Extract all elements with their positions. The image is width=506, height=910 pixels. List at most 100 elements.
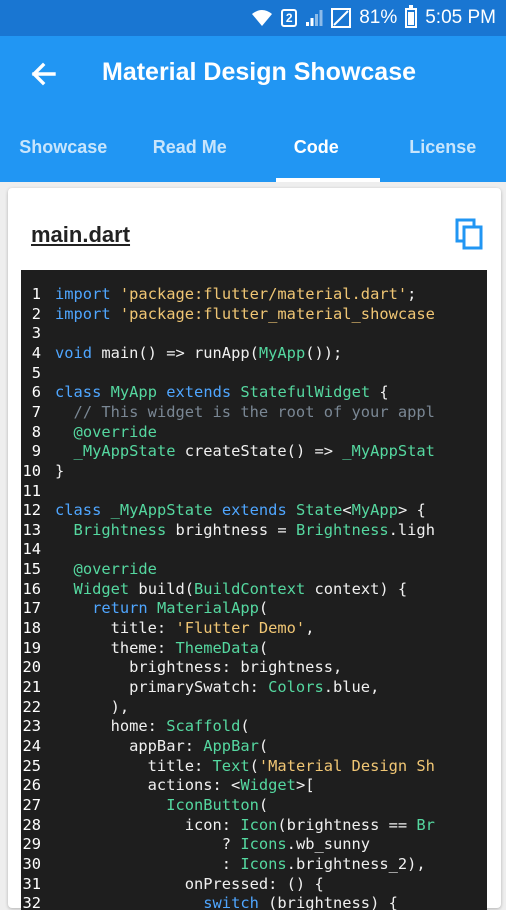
line-number: 24 xyxy=(21,736,41,756)
line-number: 12 xyxy=(21,500,41,520)
line-number: 27 xyxy=(21,795,41,815)
line-number: 2 xyxy=(21,304,41,324)
code-token xyxy=(55,521,74,539)
code-token: 'package:flutter/material.dart' xyxy=(120,285,407,303)
code-token: icon: xyxy=(55,816,240,834)
code-line: 22 ), xyxy=(21,697,129,717)
code-token: Text xyxy=(213,757,250,775)
line-number: 6 xyxy=(21,382,41,402)
code-token xyxy=(157,383,166,401)
file-name: main.dart xyxy=(31,222,130,248)
line-number: 14 xyxy=(21,539,41,559)
code-token: appBar: xyxy=(55,737,203,755)
code-token xyxy=(55,423,74,441)
code-token: , xyxy=(305,619,314,637)
code-token: ? xyxy=(55,835,240,853)
battery-percent: 81% xyxy=(359,7,397,29)
code-token: .brightness_2), xyxy=(287,855,426,873)
code-token: extends xyxy=(166,383,231,401)
code-token xyxy=(55,560,74,578)
code-token: return xyxy=(92,599,148,617)
code-token xyxy=(101,383,110,401)
code-line: 18 title: 'Flutter Demo', xyxy=(21,618,314,638)
code-token: ThemeData xyxy=(175,639,258,657)
code-token xyxy=(55,580,74,598)
line-number: 10 xyxy=(21,461,41,481)
copy-icon[interactable] xyxy=(455,218,485,250)
code-token: Brightness xyxy=(74,521,167,539)
line-number: 28 xyxy=(21,815,41,835)
code-token xyxy=(111,285,120,303)
code-token: class xyxy=(55,383,101,401)
code-token: context) { xyxy=(305,580,407,598)
code-token: Widget xyxy=(74,580,130,598)
battery-icon xyxy=(405,8,417,28)
back-arrow-icon[interactable] xyxy=(24,54,64,94)
code-token: primarySwatch: xyxy=(55,678,268,696)
line-number: 16 xyxy=(21,579,41,599)
code-line: 32 switch (brightness) { xyxy=(21,893,398,910)
line-number: 26 xyxy=(21,775,41,795)
code-line: 24 appBar: AppBar( xyxy=(21,736,268,756)
tab-license[interactable]: License xyxy=(380,126,506,182)
code-line: 10} xyxy=(21,461,64,481)
line-number: 13 xyxy=(21,520,41,540)
line-number: 8 xyxy=(21,422,41,442)
code-token: 'Flutter Demo' xyxy=(175,619,305,637)
line-number: 20 xyxy=(21,657,41,677)
tab-code[interactable]: Code xyxy=(253,126,380,182)
code-line: 3 xyxy=(21,323,55,343)
code-token xyxy=(55,796,166,814)
code-token: Icons xyxy=(240,835,286,853)
code-token: Widget xyxy=(240,776,296,794)
code-token: 'package:flutter_material_showcase xyxy=(120,305,435,323)
code-line: 26 actions: <Widget>[ xyxy=(21,775,314,795)
code-token: Scaffold xyxy=(166,717,240,735)
code-line: 20 brightness: brightness, xyxy=(21,657,342,677)
code-token: AppBar xyxy=(203,737,259,755)
code-line: 9 _MyAppState createState() => _MyAppSta… xyxy=(21,441,435,461)
code-token: _MyAppStat xyxy=(342,442,435,460)
line-number: 18 xyxy=(21,618,41,638)
code-token: { xyxy=(370,383,389,401)
code-token: ( xyxy=(250,757,259,775)
code-token: theme: xyxy=(55,639,175,657)
code-token: ( xyxy=(259,737,268,755)
code-token: ( xyxy=(240,717,249,735)
tab-bar: Showcase Read Me Code License xyxy=(0,126,506,182)
code-token: MyApp xyxy=(111,383,157,401)
code-token: .blue, xyxy=(324,678,380,696)
app-bar: Material Design Showcase Showcase Read M… xyxy=(0,36,506,182)
code-token xyxy=(55,894,203,910)
line-number: 4 xyxy=(21,343,41,363)
code-token: > { xyxy=(398,501,426,519)
code-token: main() => runApp( xyxy=(92,344,259,362)
line-number: 5 xyxy=(21,363,41,383)
code-token xyxy=(55,599,92,617)
code-token: } xyxy=(55,462,64,480)
code-token xyxy=(55,403,74,421)
code-token xyxy=(148,599,157,617)
tab-read-me[interactable]: Read Me xyxy=(127,126,254,182)
code-token: IconButton xyxy=(166,796,259,814)
code-token: ), xyxy=(55,698,129,716)
code-line: 29 ? Icons.wb_sunny xyxy=(21,834,370,854)
clock: 5:05 PM xyxy=(425,7,496,29)
code-token: class xyxy=(55,501,101,519)
code-token: createState() => xyxy=(175,442,342,460)
tab-showcase[interactable]: Showcase xyxy=(0,126,127,182)
code-line: 23 home: Scaffold( xyxy=(21,716,250,736)
code-token: Icons xyxy=(240,855,286,873)
code-line: 30 : Icons.brightness_2), xyxy=(21,854,426,874)
code-token xyxy=(111,305,120,323)
code-token: State xyxy=(296,501,342,519)
signal-icon xyxy=(305,9,323,27)
code-line: 28 icon: Icon(brightness == Br xyxy=(21,815,435,835)
line-number: 9 xyxy=(21,441,41,461)
code-token: void xyxy=(55,344,92,362)
code-token: title: xyxy=(55,619,175,637)
